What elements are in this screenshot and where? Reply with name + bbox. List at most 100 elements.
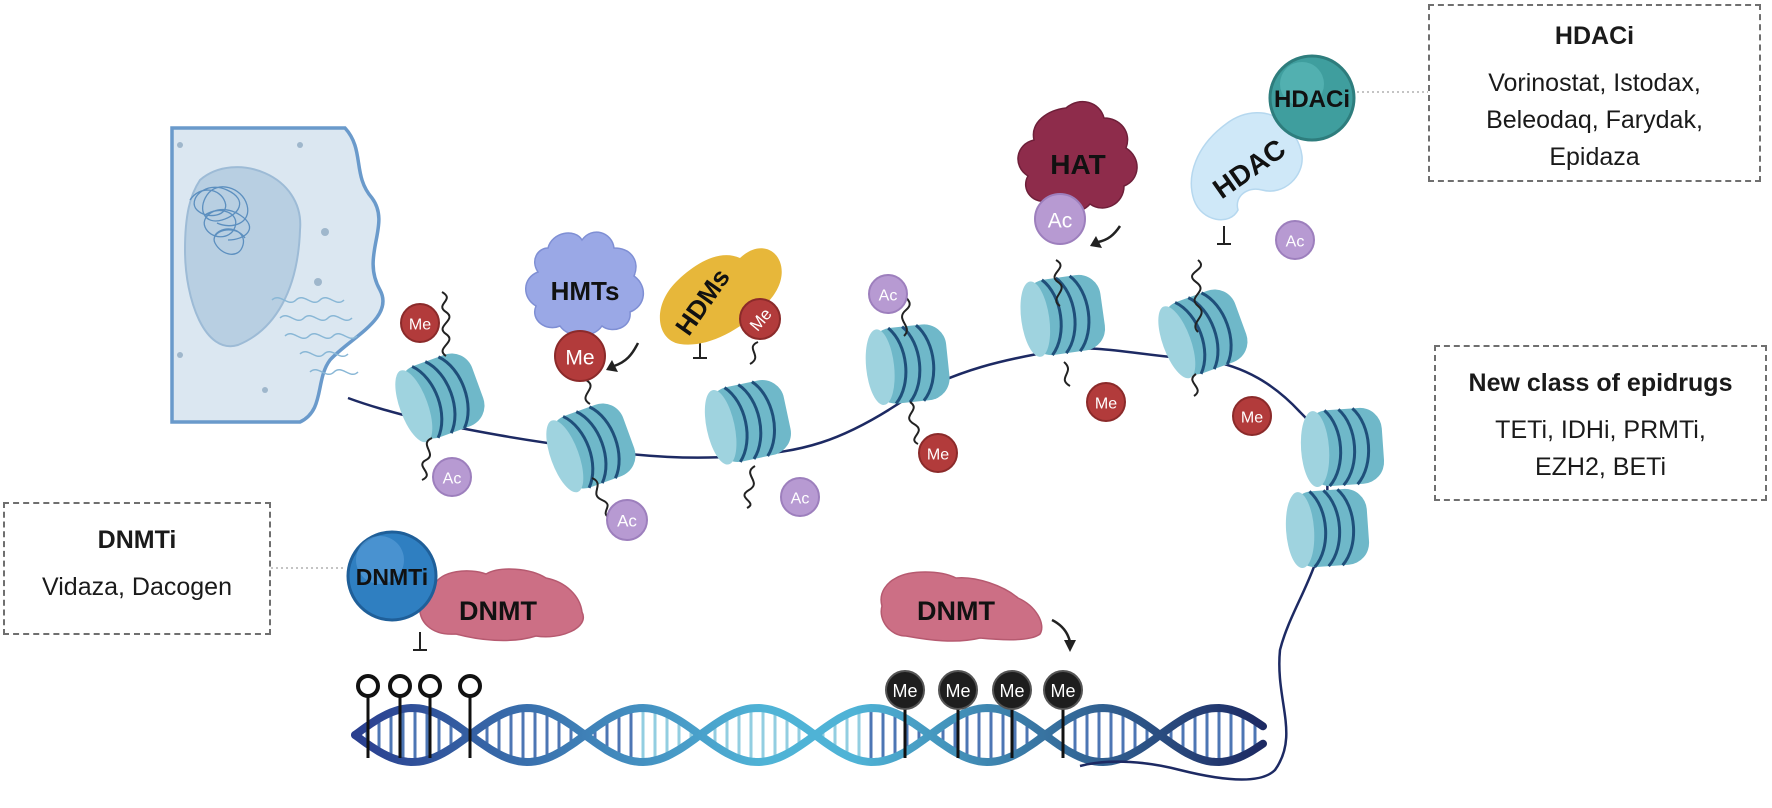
methylated-cpg-label: Me xyxy=(945,681,970,701)
dna-wrap xyxy=(737,383,763,460)
dnmti-box-title: DNMTi xyxy=(97,526,177,554)
dnmt-right-enzyme: DNMT xyxy=(880,571,1043,642)
acetyl-mark: Ac xyxy=(1034,193,1086,245)
methylated-cpg-label: Me xyxy=(999,681,1024,701)
cell xyxy=(170,126,385,424)
nucleosome xyxy=(865,323,950,405)
dna-wrap xyxy=(1336,488,1356,567)
dna-wrap xyxy=(1040,278,1063,357)
methyl-mark: Me xyxy=(1086,382,1126,422)
dna-wrap xyxy=(723,386,749,463)
hdaci-box-drugs: Vorinostat, Istodax, Beleodaq, Farydak, … xyxy=(1486,69,1703,171)
acetyl-mark: Ac xyxy=(432,457,472,497)
dna-wrap xyxy=(437,355,470,429)
histone-face xyxy=(546,420,584,493)
methyl-mark-label: Me xyxy=(565,346,594,369)
methylated-cpg-pin: Me xyxy=(938,670,978,758)
unmethylated-cpg-pin xyxy=(418,674,442,758)
dna-wrap xyxy=(562,415,595,489)
methylated-cpg-label: Me xyxy=(1050,681,1075,701)
dnmti-circle-label: DNMTi xyxy=(356,564,428,590)
chromatin-coil xyxy=(271,297,359,375)
chromatin-tangle xyxy=(189,186,251,255)
acetyl-mark-label: Ac xyxy=(443,470,462,487)
nucleosome xyxy=(1285,488,1370,569)
dnmt-left-enzyme: DNMT xyxy=(417,568,585,642)
dna-wrap xyxy=(1054,276,1077,355)
methylated-cpg-pin: Me xyxy=(992,670,1032,758)
new-class-drug-box: New class of epidrugs TETi, IDHi, PRMTi,… xyxy=(1434,345,1767,501)
nucleosome xyxy=(1020,274,1106,357)
hdaci-box-title: HDACi xyxy=(1554,22,1635,50)
dnmt-left-label: DNMT xyxy=(459,596,537,626)
dna-wrap xyxy=(1337,408,1357,487)
hmts-label: HMTs xyxy=(551,276,620,306)
methyl-mark-label: Me xyxy=(1241,409,1263,426)
dna-wrap xyxy=(1323,409,1343,488)
new-class-box-title: New class of epidrugs xyxy=(1468,369,1733,397)
nucleosome xyxy=(1300,407,1385,488)
acetyl-mark: Ac xyxy=(780,477,820,517)
dnmt-right-label: DNMT xyxy=(917,596,995,626)
dna-wrap xyxy=(1322,489,1342,568)
dnmt-arrow-head xyxy=(1064,640,1076,652)
nucleosome xyxy=(546,403,636,493)
hat-label: HAT xyxy=(1050,149,1105,180)
nucleosome xyxy=(704,380,791,465)
hdaci-circle-label: HDACi xyxy=(1274,86,1350,113)
histone-face xyxy=(1158,306,1196,379)
dna-wrap xyxy=(887,326,908,405)
acetyl-mark: Ac xyxy=(868,274,908,314)
dna-wrap xyxy=(424,360,457,434)
hdaci-drug-box: HDACi Vorinostat, Istodax, Beleodaq, Far… xyxy=(1428,4,1761,182)
dnmti-drug: DNMTi xyxy=(346,530,438,622)
histone-face xyxy=(1285,492,1315,569)
dna-helix xyxy=(351,703,1267,767)
methyl-mark: Me xyxy=(400,303,440,343)
acetyl-mark-label: Ac xyxy=(879,287,898,304)
new-class-box-drugs: TETi, IDHi, PRMTi, EZH2, BETi xyxy=(1495,416,1706,481)
methyl-mark: Me xyxy=(554,330,606,382)
acetyl-mark-label: Ac xyxy=(791,490,810,507)
hat-enzyme: HAT xyxy=(1017,100,1138,213)
dna-wrap xyxy=(1200,291,1233,365)
hmts-arrow-head xyxy=(606,360,618,372)
acetyl-mark-label: Ac xyxy=(1286,233,1305,250)
methylated-cpg-pin: Me xyxy=(1043,670,1083,758)
dna-wrap xyxy=(1174,301,1207,375)
hat-arrow-head xyxy=(1090,236,1102,248)
methyl-mark: Me xyxy=(739,298,781,340)
unmethylated-cpg-pin xyxy=(388,674,412,758)
dna-wrap xyxy=(411,365,444,439)
dnmti-drug-box: DNMTi Vidaza, Dacogen xyxy=(3,502,271,635)
dna-wrap xyxy=(588,405,621,479)
dna-wrap xyxy=(750,380,776,457)
acetyl-mark: Ac xyxy=(606,499,648,541)
dna-wrap xyxy=(575,410,608,484)
methyl-mark-label: Me xyxy=(409,316,431,333)
hdaci-drug: HDACi xyxy=(1268,54,1356,142)
helix-strand-b xyxy=(351,703,1267,767)
histone-face xyxy=(1020,281,1051,357)
nucleosome xyxy=(395,353,485,443)
methyl-mark: Me xyxy=(1232,396,1272,436)
dna-wrap xyxy=(1308,490,1328,569)
dnmti-box-drugs: Vidaza, Dacogen xyxy=(42,573,232,601)
hmts-enzyme: HMTs xyxy=(525,231,644,337)
nucleosome xyxy=(1158,289,1248,379)
unmethylated-cpg-pin xyxy=(458,674,482,758)
dna-wrap xyxy=(1068,274,1091,353)
histone-face xyxy=(704,389,737,465)
methyl-mark-label: Me xyxy=(927,446,949,463)
action-arrows xyxy=(613,225,1122,643)
acetyl-mark: Ac xyxy=(1275,220,1315,260)
histone-face xyxy=(1300,411,1330,488)
dna-wrap xyxy=(1351,407,1371,486)
methyl-mark: Me xyxy=(918,433,958,473)
unmethylated-cpg-pin xyxy=(356,674,380,758)
acetyl-mark-label: Ac xyxy=(617,512,637,531)
histone-face xyxy=(395,370,433,443)
histone-face xyxy=(865,329,895,405)
